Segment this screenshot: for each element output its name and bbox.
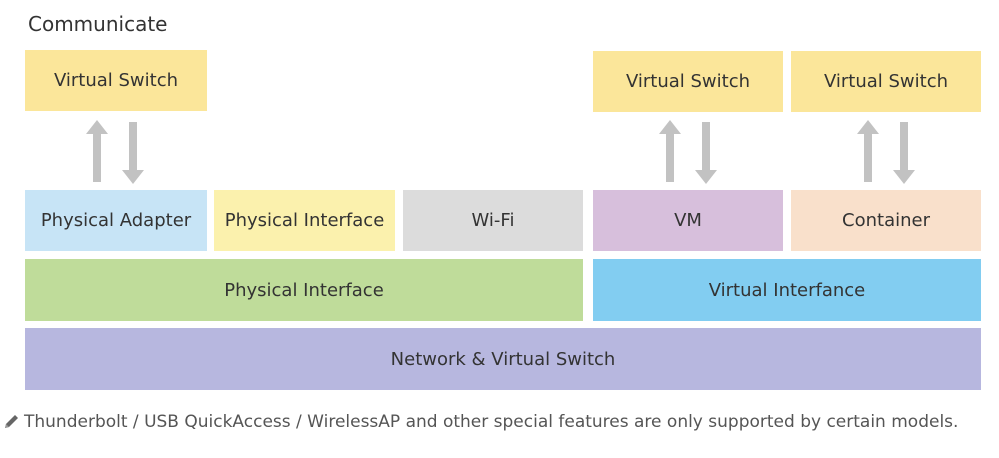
footnote-text: Thunderbolt / USB QuickAccess / Wireless… — [24, 412, 959, 432]
physical-interface-box: Physical Interface — [214, 190, 395, 251]
pencil-icon — [5, 415, 18, 428]
physical-interface-layer: Physical Interface — [25, 259, 583, 321]
virtual-switch-box-3: Virtual Switch — [791, 51, 981, 112]
virtual-switch-box-1: Virtual Switch — [25, 50, 207, 111]
footnote: Thunderbolt / USB QuickAccess / Wireless… — [2, 412, 958, 432]
up-down-arrows-icon — [659, 120, 717, 184]
virtual-interface-layer: Virtual Interfance — [593, 259, 981, 321]
up-down-arrows-icon — [86, 120, 144, 184]
network-virtual-switch-layer: Network & Virtual Switch — [25, 328, 981, 390]
container-box: Container — [791, 190, 981, 251]
physical-adapter-box: Physical Adapter — [25, 190, 207, 251]
virtual-switch-box-2: Virtual Switch — [593, 51, 783, 112]
wifi-box: Wi-Fi — [403, 190, 583, 251]
up-down-arrows-icon — [857, 120, 915, 184]
vm-box: VM — [593, 190, 783, 251]
diagram-title: Communicate — [28, 12, 168, 36]
